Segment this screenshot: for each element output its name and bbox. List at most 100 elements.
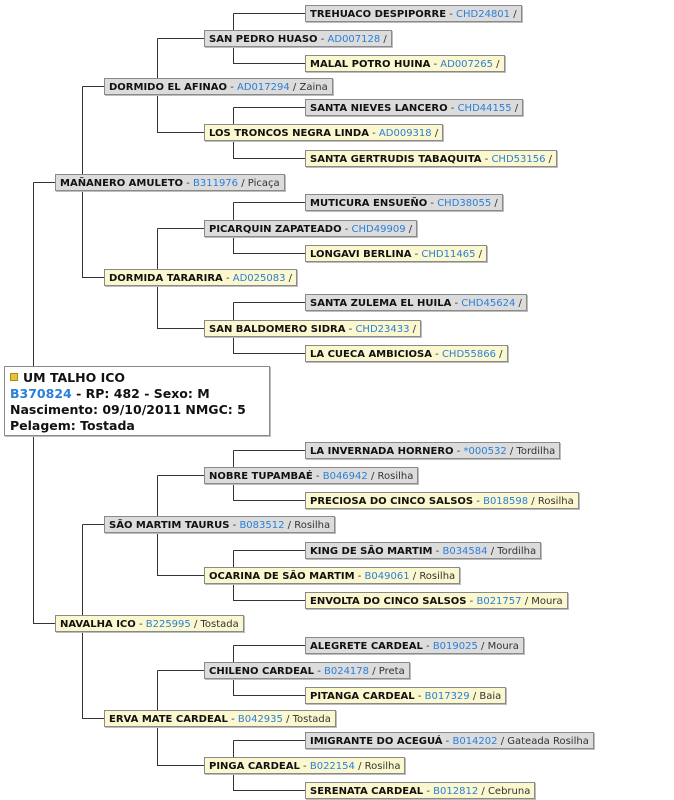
maternal-grandsire-node[interactable]: SÃO MARTIM TAURUS - B083512 / Rosilha xyxy=(104,516,336,533)
dash-separator: - xyxy=(314,666,324,677)
slash-separator: / xyxy=(495,349,503,360)
registry-link[interactable]: B034584 xyxy=(442,546,488,557)
ancestor-node[interactable]: LA INVERNADA HORNERO - *000532 / Tordilh… xyxy=(305,442,561,459)
bullet-icon xyxy=(10,373,18,381)
coat-color: Tordilha xyxy=(516,446,556,457)
registry-link[interactable]: B042935 xyxy=(237,714,283,725)
registry-link[interactable]: AD017294 xyxy=(237,82,290,93)
slash-separator: / xyxy=(506,446,517,457)
dam-node[interactable]: NAVALHA ICO - B225995 / Tostada xyxy=(55,615,244,632)
registry-link[interactable]: B021757 xyxy=(476,596,522,607)
horse-name: DORMIDA TARARIRA xyxy=(109,273,223,284)
subject-birth: Nascimento: 09/10/2011 NMGC: 5 xyxy=(10,402,246,417)
horse-name: DORMIDO EL AFINAO xyxy=(109,82,228,93)
registry-link[interactable]: AD007128 xyxy=(327,34,381,45)
slash-separator: / xyxy=(369,666,379,677)
great-grandparent-node[interactable]: LOS TRONCOS NEGRA LINDA - AD009318 / xyxy=(204,124,444,141)
ancestor-node[interactable]: LONGAVI BERLINA - CHD11465 / xyxy=(305,245,487,262)
paternal-grandsire-node[interactable]: DORMIDO EL AFINAO - AD017294 / Zaina xyxy=(104,78,333,95)
ancestor-node[interactable]: SANTA NIEVES LANCERO - CHD44155 / xyxy=(305,99,524,116)
registry-link[interactable]: *000532 xyxy=(463,446,507,457)
slash-separator: / xyxy=(284,520,295,531)
registry-link[interactable]: CHD49909 xyxy=(351,224,406,235)
registry-link[interactable]: B083512 xyxy=(239,520,285,531)
registry-link[interactable]: B049061 xyxy=(364,571,410,582)
great-grandparent-node[interactable]: SAN BALDOMERO SIDRA - CHD23433 / xyxy=(204,320,422,337)
horse-name: LA CUECA AMBICIOSA xyxy=(310,349,432,360)
ancestor-node[interactable]: PRECIOSA DO CINCO SALSOS - B018598 / Ros… xyxy=(305,492,579,509)
ancestor-node[interactable]: ENVOLTA DO CINCO SALSOS - B021757 / Mour… xyxy=(305,592,568,609)
ancestor-node[interactable]: KING DE SÃO MARTIM - B034584 / Tordilha xyxy=(305,542,542,559)
registry-link[interactable]: CHD44155 xyxy=(457,103,512,114)
ancestor-node[interactable]: LA CUECA AMBICIOSA - CHD55866 / xyxy=(305,345,508,362)
registry-link[interactable]: CHD38055 xyxy=(437,198,492,209)
registry-link[interactable]: B012812 xyxy=(433,786,479,797)
registry-link[interactable]: B018598 xyxy=(483,496,529,507)
coat-color: Zaina xyxy=(299,82,328,93)
dash-separator: - xyxy=(430,59,441,70)
coat-color: Rosilha xyxy=(364,761,401,772)
horse-name: PINGA CARDEAL xyxy=(209,761,300,772)
great-grandparent-node[interactable]: NOBRE TUPAMBAÉ - B046942 / Rosilha xyxy=(204,467,419,484)
registry-link[interactable]: B019025 xyxy=(432,641,478,652)
dash-separator: - xyxy=(312,471,323,482)
coat-color: Tordilha xyxy=(497,546,537,557)
dash-separator: - xyxy=(466,596,477,607)
ancestor-node[interactable]: SERENATA CARDEAL - B012812 / Cebruna xyxy=(305,782,536,799)
slash-separator: / xyxy=(285,273,293,284)
slash-separator: / xyxy=(380,34,387,45)
ancestor-node[interactable]: IMIGRANTE DO ACEGUÁ - B014202 / Gateada … xyxy=(305,732,594,749)
maternal-granddam-node[interactable]: ERVA MATE CARDEAL - B042935 / Tostada xyxy=(104,710,336,727)
slash-separator: / xyxy=(515,298,522,309)
subject-name: UM TALHO ICO xyxy=(23,370,126,385)
registry-link[interactable]: CHD53156 xyxy=(491,154,546,165)
coat-color: Rosilha xyxy=(294,520,331,531)
coat-color: Baia xyxy=(479,691,502,702)
dash-separator: - xyxy=(299,761,310,772)
registry-link[interactable]: B022154 xyxy=(309,761,355,772)
registry-link[interactable]: CHD11465 xyxy=(421,249,476,260)
coat-color: Moura xyxy=(531,596,563,607)
horse-name: OCARINA DE SÃO MARTIM xyxy=(209,571,355,582)
registry-link[interactable]: B017329 xyxy=(424,691,470,702)
great-grandparent-node[interactable]: PICARQUIN ZAPATEADO - CHD49909 / xyxy=(204,220,418,237)
sire-node[interactable]: MAÑANERO AMULETO - B311976 / Picaça xyxy=(55,174,285,191)
registry-link[interactable]: B024178 xyxy=(323,666,370,677)
registry-link[interactable]: CHD23433 xyxy=(355,324,410,335)
ancestor-node[interactable]: MALAL POTRO HUINA - AD007265 / xyxy=(305,55,505,72)
ancestor-node[interactable]: SANTA ZULEMA EL HUILA - CHD45624 / xyxy=(305,294,527,311)
registry-link[interactable]: AD009318 xyxy=(378,128,432,139)
great-grandparent-node[interactable]: CHILENO CARDEAL - B024178 / Preta xyxy=(204,662,410,679)
slash-separator: / xyxy=(528,496,538,507)
registry-link[interactable]: CHD24801 xyxy=(456,9,511,20)
registry-link[interactable]: AD007265 xyxy=(440,59,493,70)
great-grandparent-node[interactable]: OCARINA DE SÃO MARTIM - B049061 / Rosilh… xyxy=(204,567,461,584)
horse-name: MAÑANERO AMULETO xyxy=(60,178,184,189)
registry-link[interactable]: B014202 xyxy=(452,736,498,747)
slash-separator: / xyxy=(409,324,417,335)
ancestor-node[interactable]: SANTA GERTRUDIS TABAQUITA - CHD53156 / xyxy=(305,150,558,167)
registry-link[interactable]: B225995 xyxy=(145,619,191,630)
registry-link[interactable]: AD025083 xyxy=(232,273,286,284)
registry-link[interactable]: B046942 xyxy=(322,471,368,482)
dash-separator: - xyxy=(447,103,458,114)
horse-name: SAN PEDRO HUASO xyxy=(209,34,318,45)
dash-separator: - xyxy=(227,82,238,93)
horse-name: SANTA NIEVES LANCERO xyxy=(310,103,448,114)
registry-link[interactable]: CHD55866 xyxy=(441,349,496,360)
registry-link[interactable]: B311976 xyxy=(193,178,239,189)
ancestor-node[interactable]: MUTICURA ENSUEÑO - CHD38055 / xyxy=(305,194,503,211)
registry-link[interactable]: CHD45624 xyxy=(461,298,516,309)
ancestor-node[interactable]: ALEGRETE CARDEAL - B019025 / Moura xyxy=(305,637,524,654)
paternal-granddam-node[interactable]: DORMIDA TARARIRA - AD025083 / xyxy=(104,269,298,286)
subject-card: UM TALHO ICO B370824 - RP: 482 - Sexo: M… xyxy=(4,366,270,436)
subject-registry-link[interactable]: B370824 xyxy=(10,386,72,401)
great-grandparent-node[interactable]: PINGA CARDEAL - B022154 / Rosilha xyxy=(204,757,406,774)
slash-separator: / xyxy=(190,619,201,630)
great-grandparent-node[interactable]: SAN PEDRO HUASO - AD007128 / xyxy=(204,30,392,47)
horse-name: LONGAVI BERLINA xyxy=(310,249,412,260)
ancestor-node[interactable]: PITANGA CARDEAL - B017329 / Baia xyxy=(305,687,507,704)
dash-separator: - xyxy=(229,520,240,531)
ancestor-node[interactable]: TREHUACO DESPIPORRE - CHD24801 / xyxy=(305,5,522,22)
dash-separator: - xyxy=(423,786,434,797)
